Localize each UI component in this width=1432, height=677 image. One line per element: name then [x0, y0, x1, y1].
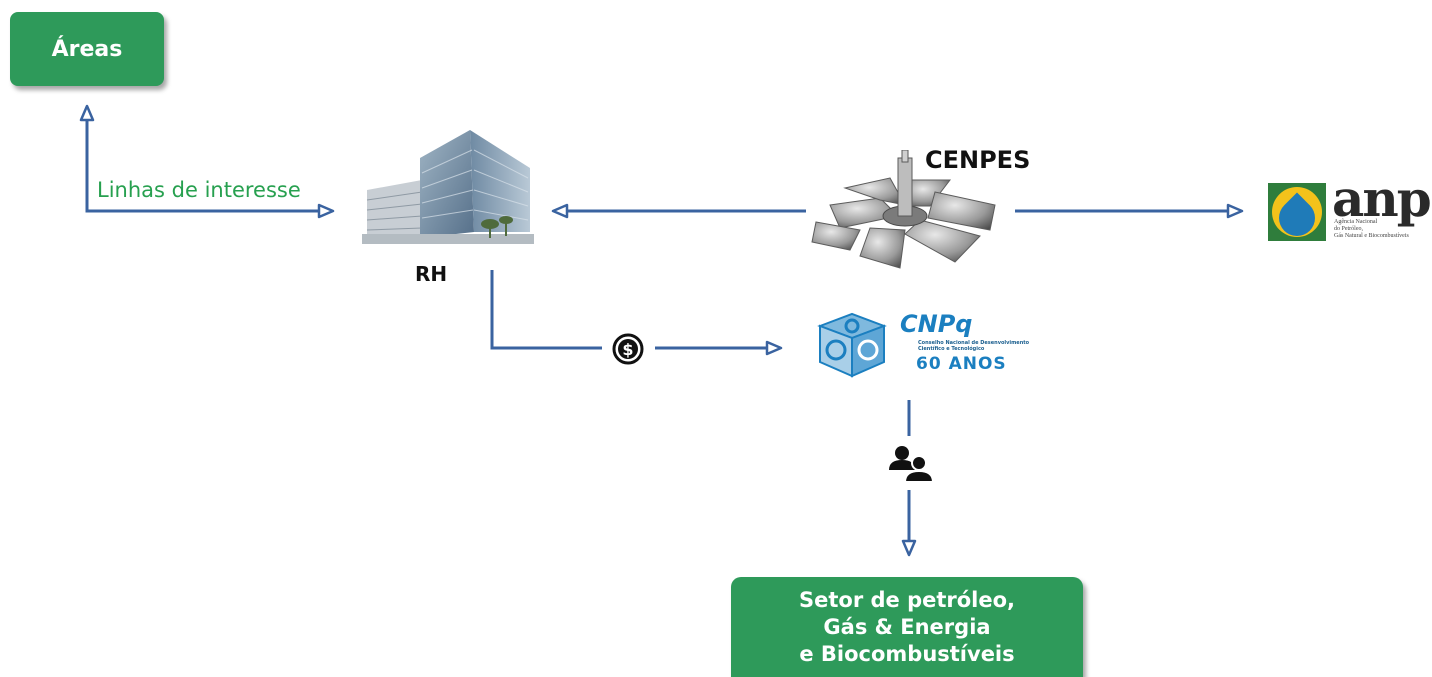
rh-money-connector [490, 270, 602, 350]
anp-sub-line-1: Agência Nacional [1334, 219, 1378, 225]
cnpq-cube-icon [817, 312, 887, 378]
linhas-interesse-label: Linhas de interesse [97, 178, 301, 202]
dollar-coin-icon: $ [612, 333, 644, 365]
setor-line-3: e Biocombustíveis [799, 641, 1015, 666]
setor-line-2: Gás & Energia [823, 614, 991, 639]
anp-logo: anp Agência Nacional do Petróleo, Gás Na… [1268, 169, 1432, 244]
arrowhead-right-anp [1226, 203, 1244, 219]
anp-subtitle: Agência Nacional do Petróleo, Gás Natura… [1334, 219, 1409, 240]
anp-flag-icon [1268, 183, 1326, 244]
arrowhead-down-setor [901, 539, 917, 557]
arrowhead-right-cnpq [765, 340, 783, 356]
cenpes-logo-icon [811, 150, 996, 269]
areas-label: Áreas [51, 36, 123, 62]
cnpq-60-anos: 60 ANOS [916, 354, 1007, 374]
anp-wordmark: anp [1332, 169, 1432, 228]
cenpes-label: CENPES [925, 146, 1031, 174]
cnpq-wordmark: CNPq [900, 310, 973, 338]
anp-sub-line-3: Gás Natural e Biocombustíveis [1334, 233, 1409, 239]
areas-box: Áreas [10, 12, 164, 86]
rh-label: RH [415, 262, 448, 286]
areas-rh-connector [85, 116, 325, 213]
cnpq-sub-line-1: Conselho Nacional de Desenvolvimento [918, 340, 1030, 346]
cnpq-sub-line-2: Científico e Tecnológico [918, 346, 985, 352]
rh-building-image [362, 130, 534, 244]
svg-text:$: $ [622, 340, 633, 359]
setor-line-1: Setor de petróleo, [798, 587, 1016, 612]
people-icon [889, 446, 935, 483]
anp-sub-line-2: do Petróleo, [1334, 226, 1363, 232]
setor-box: Setor de petróleo, Gás & Energia e Bioco… [731, 577, 1083, 677]
cnpq-subtitle: Conselho Nacional de Desenvolvimento Cie… [918, 340, 1029, 352]
arrowhead-right-rh [317, 203, 335, 219]
arrowhead-up [79, 104, 95, 122]
cnpq-logo: CNPq Conselho Nacional de Desenvolviment… [810, 310, 1029, 380]
arrowhead-left-rh [551, 203, 569, 219]
